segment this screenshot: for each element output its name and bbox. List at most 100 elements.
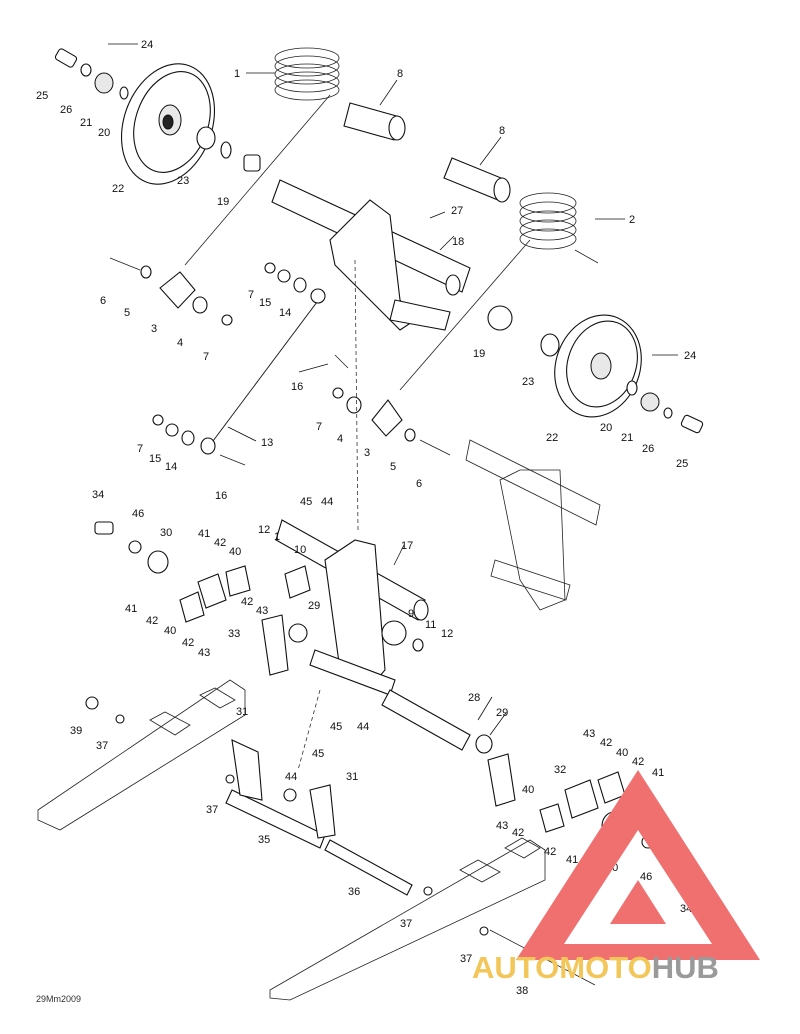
rail-right — [269, 837, 546, 1001]
callout-6b: 6 — [416, 478, 422, 490]
callout-34a: 34 — [92, 489, 104, 501]
callout-8a: 8 — [397, 68, 403, 80]
callout-40d: 40 — [522, 784, 534, 796]
callout-6a: 6 — [100, 295, 106, 307]
callout-31b: 31 — [346, 771, 358, 783]
callout-45b: 45 — [330, 721, 342, 733]
callout-25b: 25 — [676, 458, 688, 470]
callout-22a: 22 — [112, 183, 124, 195]
callout-43d: 43 — [496, 820, 508, 832]
callout-45a: 45 — [300, 496, 312, 508]
callout-24a: 24 — [141, 39, 153, 51]
callout-12a: 12 — [258, 524, 270, 536]
callout-4b: 4 — [337, 433, 343, 445]
callout-13: 13 — [261, 437, 273, 449]
callout-31a: 31 — [236, 706, 248, 718]
callout-37c: 37 — [400, 918, 412, 930]
bracket-3-b — [332, 387, 451, 456]
callout-42h: 42 — [544, 846, 556, 858]
callout-14a: 14 — [279, 307, 291, 319]
callout-41c: 41 — [652, 767, 664, 779]
spring-2 — [399, 192, 599, 391]
callout-42e: 42 — [600, 737, 612, 749]
callout-16b: 16 — [215, 490, 227, 502]
bolts-bottom — [85, 696, 489, 936]
callout-9: 9 — [408, 608, 414, 620]
rod-13 — [200, 288, 326, 455]
callout-19b: 19 — [473, 348, 485, 360]
callout-11: 11 — [425, 619, 436, 631]
callout-43a: 43 — [256, 605, 268, 617]
callout-40a: 40 — [229, 546, 241, 558]
watermark-triangle-icon — [516, 770, 760, 960]
callout-41a: 41 — [198, 528, 210, 540]
callout-12b: 12 — [441, 628, 453, 640]
tube-8-b — [443, 157, 511, 203]
callout-42d: 42 — [182, 637, 194, 649]
callout-45c: 45 — [312, 748, 324, 760]
callout-5a: 5 — [124, 307, 130, 319]
callout-42c: 42 — [241, 596, 253, 608]
bolt-25-left — [54, 48, 261, 172]
callout-42f: 42 — [632, 756, 644, 768]
callout-1: 1 — [234, 68, 240, 80]
callout-3a: 3 — [151, 323, 157, 335]
callout-40b: 40 — [164, 625, 176, 637]
spring-1 — [184, 47, 340, 266]
watermark-hub: HUB — [651, 950, 719, 985]
callout-24b: 24 — [684, 350, 696, 362]
callout-41d: 41 — [566, 854, 578, 866]
watermark-moto: MOTO — [559, 950, 652, 985]
watermark-logo — [516, 770, 760, 960]
callout-42b: 42 — [146, 615, 158, 627]
callout-15a: 15 — [259, 297, 271, 309]
callout-8b: 8 — [499, 125, 505, 137]
callout-46b: 46 — [640, 871, 652, 883]
callout-20b: 20 — [600, 422, 612, 434]
callout-27: 27 — [451, 205, 463, 217]
callout-10: 10 — [294, 544, 306, 556]
watermark-auto: AUTO — [472, 950, 560, 985]
callout-5b: 5 — [390, 461, 396, 473]
callout-28: 28 — [468, 692, 480, 704]
callout-14b: 14 — [165, 461, 177, 473]
pivot-frame-17 — [275, 519, 429, 696]
assembly-ghost — [465, 439, 601, 611]
callout-42g: 42 — [512, 827, 524, 839]
bushings-mid — [152, 262, 349, 466]
callout-41b: 41 — [125, 603, 137, 615]
callout-36: 36 — [348, 886, 360, 898]
callout-16a: 16 — [291, 381, 303, 393]
callout-25a: 25 — [36, 90, 48, 102]
idler-wheel-right — [487, 305, 704, 434]
callout-15b: 15 — [149, 453, 161, 465]
callout-44c: 44 — [285, 771, 297, 783]
callout-44a: 44 — [321, 496, 333, 508]
rail-left — [37, 679, 246, 831]
callout-26b: 26 — [642, 443, 654, 455]
callout-23b: 23 — [522, 376, 534, 388]
callout-33: 33 — [228, 628, 240, 640]
callout-37b: 37 — [206, 804, 218, 816]
callout-23a: 23 — [177, 175, 189, 187]
callout-29b: 29 — [496, 707, 508, 719]
callout-18: 18 — [452, 236, 464, 248]
pivot-arm-18 — [271, 179, 471, 331]
callout-37a: 37 — [96, 740, 108, 752]
bracket-3-a — [109, 257, 233, 326]
callout-46a: 46 — [132, 508, 144, 520]
reference-line — [354, 259, 359, 531]
callout-32: 32 — [554, 764, 566, 776]
callout-22b: 22 — [546, 432, 558, 444]
callout-43b: 43 — [198, 647, 210, 659]
callout-35: 35 — [258, 834, 270, 846]
callout-2: 2 — [629, 214, 635, 226]
callout-40c: 40 — [616, 747, 628, 759]
callout-26a: 26 — [60, 104, 72, 116]
axle-35 — [225, 739, 336, 849]
axle-36 — [324, 839, 413, 896]
tube-8-a — [343, 102, 406, 141]
blocks-left — [94, 521, 424, 676]
watermark-text: AUTOMOTOHUB — [472, 950, 719, 986]
